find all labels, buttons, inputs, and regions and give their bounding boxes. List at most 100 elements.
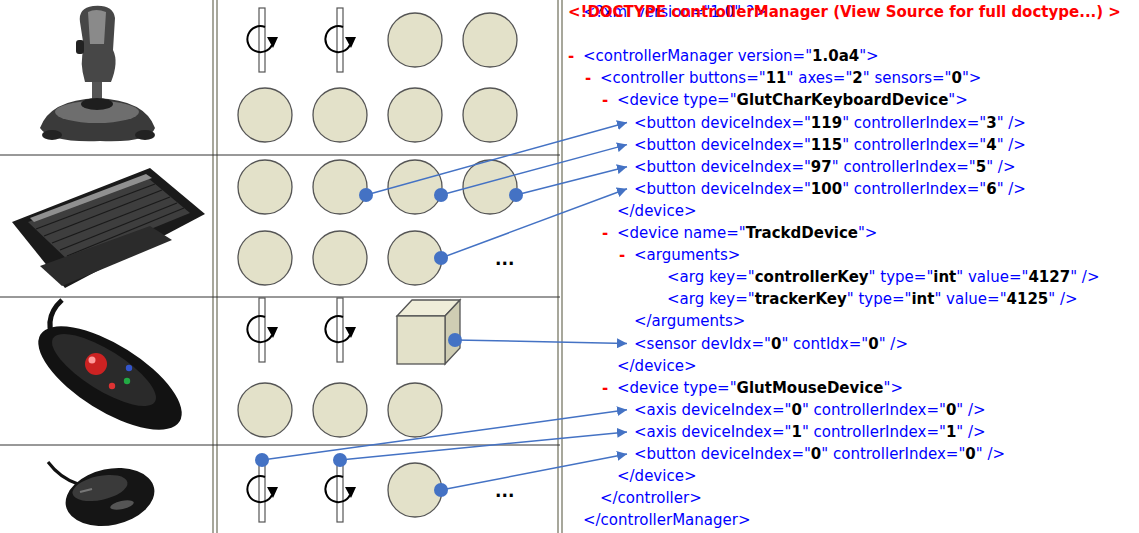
- axis-symbol: [325, 298, 356, 362]
- keyboard-illustration: [30, 174, 152, 222]
- panel-frame: [0, 155, 560, 156]
- axis-symbol: [259, 298, 265, 362]
- mapping-dot: [255, 453, 269, 467]
- sensor-symbol: [397, 300, 460, 364]
- collapse-marker: -: [619, 244, 625, 266]
- xml-line: <button deviceIndex="115" controllerInde…: [634, 134, 1026, 156]
- axis-symbol: [247, 8, 278, 72]
- panel-frame: [0, 445, 560, 446]
- axis-symbol: [267, 487, 278, 498]
- button-symbol: [238, 383, 292, 437]
- button-symbol: [388, 88, 442, 142]
- xml-line: </device>: [617, 355, 696, 377]
- xml-line: <button deviceIndex="100" controllerInde…: [634, 178, 1026, 200]
- mapping-arrow: [255, 123, 627, 498]
- keyboard-illustration: [12, 168, 205, 288]
- mapping-arrow: [340, 432, 627, 460]
- xml-line: </controllerManager>: [583, 509, 751, 531]
- joystick-illustration: [42, 130, 62, 140]
- xml-line: </device>: [617, 200, 696, 222]
- joystick-illustration: [80, 6, 116, 82]
- axis-symbol: [325, 8, 356, 72]
- collapse-marker: -: [602, 377, 608, 399]
- axis-symbol: [259, 8, 265, 72]
- keyboard-illustration: [12, 168, 205, 288]
- ellipsis: ...: [495, 248, 514, 270]
- sensor-symbol: [397, 316, 445, 364]
- mapping-dot: [434, 483, 448, 497]
- panel-frame: [557, 0, 559, 533]
- button-symbol: [238, 231, 292, 285]
- spacemouse-illustration: [126, 365, 132, 371]
- mapping-dot: [448, 333, 462, 347]
- keyboard-illustration: [40, 226, 172, 286]
- mapping-arrow: [441, 454, 627, 490]
- ellipsis: ...: [495, 480, 514, 502]
- button-symbol: [388, 463, 442, 517]
- collapse-marker: -: [602, 222, 608, 244]
- joystick-illustration: [40, 6, 155, 141]
- mapping-arrow: [262, 410, 627, 460]
- axis-symbol: [267, 327, 278, 338]
- button-symbol: [388, 383, 442, 437]
- joystick-illustration: [76, 40, 84, 54]
- xml-line: <button deviceIndex="119" controllerInde…: [634, 112, 1026, 134]
- axis-symbol: [259, 458, 265, 522]
- mouse-illustration: [70, 470, 130, 505]
- joystick-illustration: [40, 98, 155, 141]
- xml-line: <axis deviceIndex="1" controllerIndex="1…: [634, 421, 986, 443]
- axis-symbol: [345, 327, 356, 338]
- xml-line: </arguments>: [634, 310, 745, 332]
- mapping-dot: [434, 251, 448, 265]
- button-symbol: [463, 13, 517, 67]
- mapping-dot: [359, 188, 373, 202]
- button-symbol: [313, 231, 367, 285]
- axis-symbol: [267, 37, 278, 48]
- spacemouse-illustration: [85, 353, 107, 375]
- mapping-dot: [333, 453, 347, 467]
- spacemouse-illustration: [23, 300, 197, 449]
- xml-line: <arg key="controllerKey" type="int" valu…: [667, 266, 1099, 288]
- panel-frame: [212, 0, 214, 533]
- spacemouse-illustration: [89, 357, 96, 364]
- button-symbol: [313, 88, 367, 142]
- xml-line: <axis deviceIndex="0" controllerIndex="0…: [634, 399, 986, 421]
- joystick-illustration: [135, 130, 155, 140]
- axis-symbol: [337, 298, 343, 362]
- button-symbol: [238, 88, 292, 142]
- spacemouse-illustration: [124, 378, 130, 384]
- mouse-illustration: [109, 499, 134, 512]
- spacemouse-illustration: [23, 307, 197, 450]
- panel-frame: [216, 0, 218, 533]
- keyboard-illustration: [36, 184, 155, 229]
- mapping-dot: [509, 188, 523, 202]
- xml-line: <arg key="trackerKey" type="int" value="…: [667, 288, 1078, 310]
- spacemouse-illustration: [43, 321, 166, 419]
- mapping-dot: [434, 188, 448, 202]
- collapse-marker: -: [602, 89, 608, 111]
- collapse-marker: -: [585, 67, 591, 89]
- mapping-arrow: [455, 340, 627, 344]
- xml-line: <controllerManager version="1.0a4">: [583, 45, 879, 67]
- mapping-arrow: [516, 167, 627, 195]
- mouse-illustration: [48, 462, 78, 484]
- xml-line: <device type="GlutCharKeyboardDevice">: [617, 89, 968, 111]
- axis-symbol: [247, 458, 278, 522]
- joystick-illustration: [81, 98, 113, 110]
- xml-line: <button deviceIndex="0" controllerIndex=…: [634, 443, 1005, 465]
- xml-line: </controller>: [600, 487, 702, 509]
- xml-line: <arguments>: [634, 244, 740, 266]
- collapse-marker: -: [568, 45, 574, 67]
- panel-frame: [561, 0, 563, 533]
- joystick-illustration: [88, 10, 106, 44]
- panel-frame: [0, 297, 560, 298]
- button-symbol: [388, 231, 442, 285]
- mapping-arrow: [366, 123, 627, 196]
- axis-symbol: [345, 37, 356, 48]
- spacemouse-illustration: [109, 383, 115, 389]
- button-symbol: [463, 88, 517, 142]
- collapse-marker: <!DOCTYPE controllerManager (View Source…: [568, 1, 1121, 23]
- xml-line: <sensor devIdx="0" contIdx="0" />: [634, 333, 908, 355]
- button-symbol: [313, 160, 367, 214]
